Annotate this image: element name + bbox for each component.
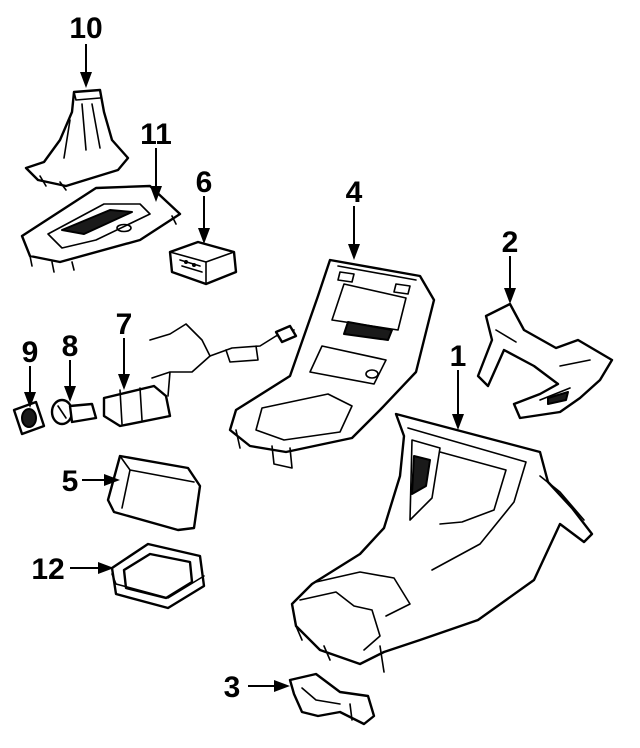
part-5-lid: [106, 454, 202, 532]
leader-lines: [24, 44, 516, 692]
part-9-bezel-ring: [12, 400, 46, 436]
callout-1: 1: [450, 340, 467, 373]
callout-9: 9: [22, 336, 39, 369]
part-2-bracket: [476, 302, 614, 420]
part-8-knob: [50, 398, 98, 426]
part-11-shifter-bezel: [20, 184, 182, 273]
callout-3: 3: [224, 671, 241, 704]
callout-8: 8: [62, 330, 79, 363]
part-4-console-trim-panel: [228, 258, 436, 469]
callout-11: 11: [140, 118, 172, 151]
callout-labels: 10 11 6 4 2 1 7 8 9 5 12 3: [22, 12, 519, 704]
callout-2: 2: [502, 226, 519, 259]
part-6-switch: [168, 240, 238, 286]
part-3-bracket: [288, 672, 376, 726]
callout-7: 7: [116, 308, 133, 341]
callout-10: 10: [69, 12, 102, 45]
callout-12: 12: [31, 553, 64, 586]
part-10-shift-boot: [24, 88, 130, 191]
part-7-lighter-wiring: [102, 323, 298, 428]
part-12-gasket: [110, 542, 206, 610]
callout-6: 6: [196, 166, 213, 199]
callout-4: 4: [346, 176, 363, 209]
callout-5: 5: [62, 465, 79, 498]
part-1-console-body: [290, 412, 594, 673]
